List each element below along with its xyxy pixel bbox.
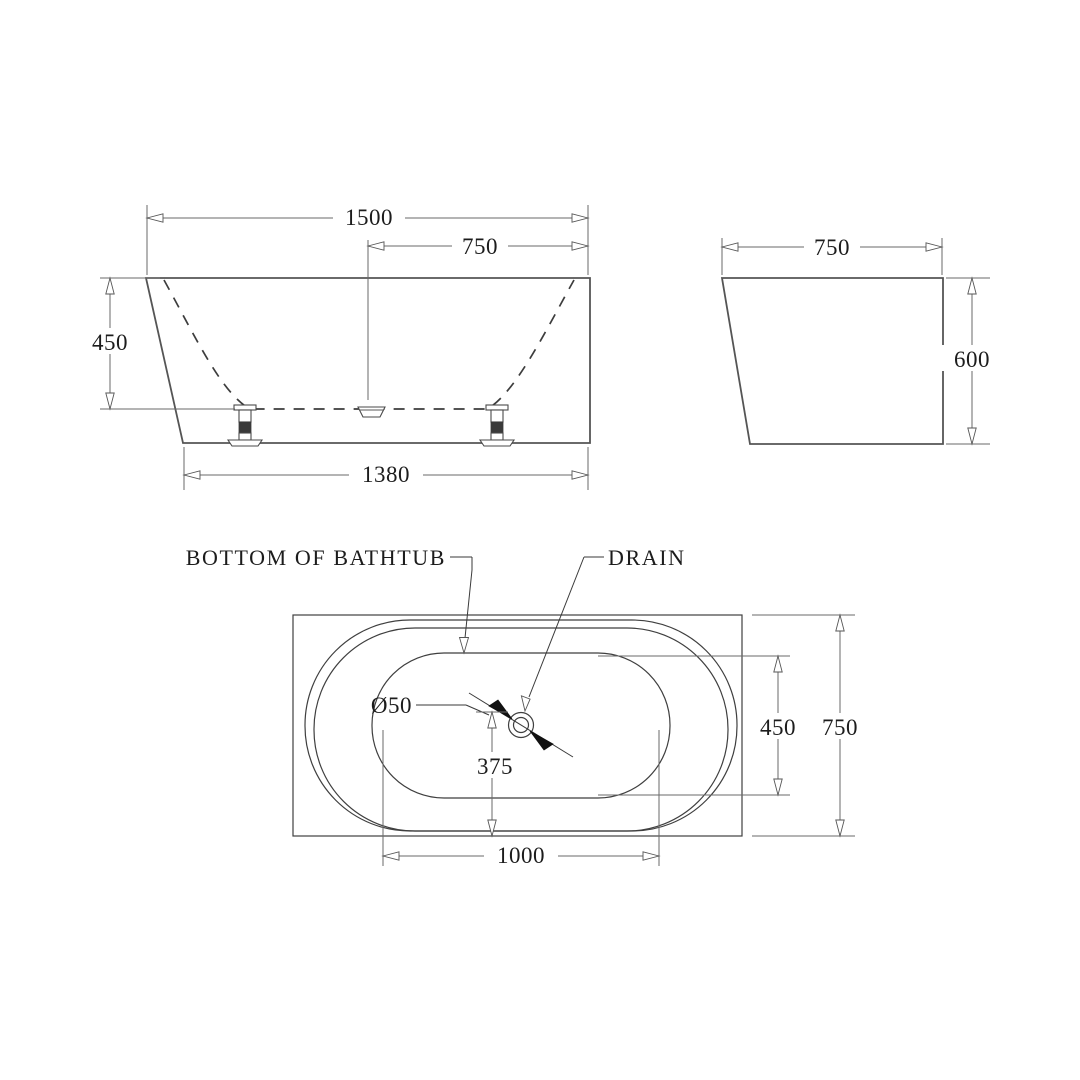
dim-600-front-text: 600 <box>954 347 990 372</box>
drain-dim-arrow-lower <box>529 730 554 751</box>
label-bottom-of-bathtub-text: BOTTOM OF BATHTUB <box>186 545 446 570</box>
side-basin-dashed-profile <box>163 279 575 410</box>
dim-750-side-text: 750 <box>462 234 498 259</box>
dim-450-plan-group: 450 <box>598 655 810 796</box>
dim-1380-group: 1380 <box>183 447 589 490</box>
plan-view: Ø50 BOTTOM OF BATHTUB DRAIN 375 <box>186 545 872 869</box>
front-tub-outline <box>720 277 944 445</box>
dim-450-plan-text: 450 <box>760 715 796 740</box>
side-support-foot-right <box>478 404 516 447</box>
dim-1380-text: 1380 <box>362 462 410 487</box>
side-elevation-view: 1500 750 450 <box>78 205 591 490</box>
dim-450-side-text: 450 <box>92 330 128 355</box>
label-drain-group: DRAIN <box>520 545 686 713</box>
dim-1500-group: 1500 <box>146 205 589 275</box>
dim-750-plan-group: 750 <box>752 614 872 837</box>
dim-750-front-text: 750 <box>814 235 850 260</box>
dim-750-plan-text: 750 <box>822 715 858 740</box>
plan-bathtub-bottom <box>371 652 671 799</box>
dim-450-side-group: 450 <box>78 277 235 410</box>
dim-1500-text: 1500 <box>345 205 393 230</box>
dim-600-front-group: 600 <box>938 277 1006 445</box>
side-tub-outline <box>144 277 591 444</box>
side-support-foot-left <box>226 404 264 447</box>
front-elevation-view: 750 600 <box>720 235 1006 445</box>
dim-375-text: 375 <box>477 754 513 779</box>
side-drain-outlet <box>357 406 386 418</box>
dim-1000-group: 1000 <box>382 730 660 869</box>
plan-rim-inner-offset <box>313 627 729 832</box>
plan-footprint-rectangle <box>292 614 743 837</box>
dim-d50-text: Ø50 <box>371 693 412 718</box>
dim-d50-group: Ø50 <box>371 693 490 718</box>
label-drain-text: DRAIN <box>608 545 686 570</box>
label-bottom-of-bathtub-group: BOTTOM OF BATHTUB <box>186 545 473 655</box>
dim-750-front-group: 750 <box>721 235 943 275</box>
dim-375-group: 375 <box>466 711 524 837</box>
dim-1000-text: 1000 <box>497 843 545 868</box>
dim-750-side-group: 750 <box>367 234 589 400</box>
